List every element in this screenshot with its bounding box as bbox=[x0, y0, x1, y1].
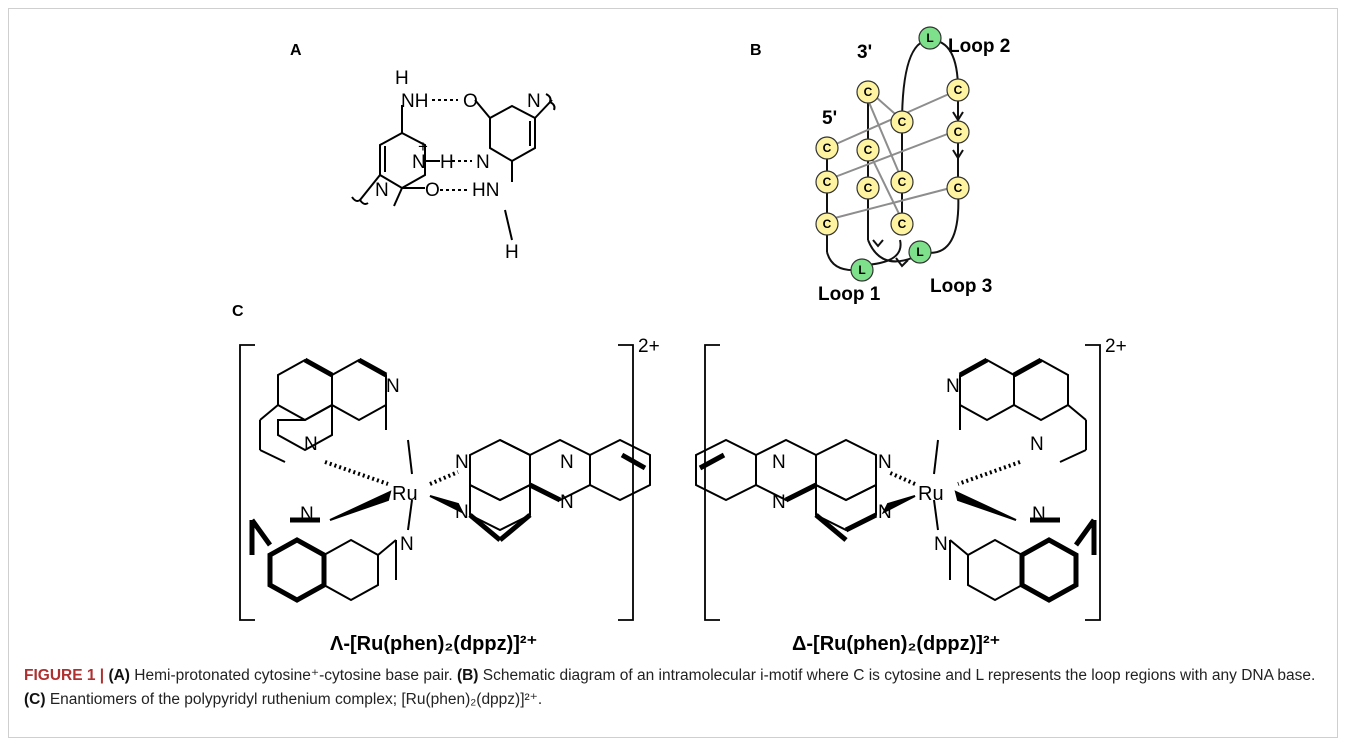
loop-node: L bbox=[908, 240, 932, 264]
cytosine-node: C bbox=[946, 120, 970, 144]
left-bracket-open bbox=[239, 344, 255, 621]
svg-text:L: L bbox=[916, 245, 923, 259]
figure-illustration: A H NH O N + bbox=[232, 26, 1127, 655]
svg-text:C: C bbox=[823, 175, 832, 189]
n-atom: N bbox=[772, 492, 786, 513]
n-atom: N bbox=[386, 376, 400, 397]
cytosine-node: C bbox=[890, 212, 914, 236]
right-pyrimidine-ring bbox=[489, 104, 536, 163]
svg-text:C: C bbox=[864, 181, 873, 195]
caption-text-b: Schematic diagram of an intramolecular i… bbox=[478, 667, 1316, 684]
svg-text:L: L bbox=[858, 263, 865, 277]
n-atom: N bbox=[455, 452, 469, 473]
n-atom: N bbox=[455, 502, 469, 523]
atom-n-left-bottom: N bbox=[375, 180, 389, 201]
atom-hn-bottom: HN bbox=[472, 180, 499, 201]
n-atom: N bbox=[304, 434, 318, 455]
loop-node: L bbox=[918, 26, 942, 50]
left-bracket-close bbox=[618, 344, 634, 621]
cytosine-node: C bbox=[856, 80, 880, 104]
figure-caption: FIGURE 1 | (A) Hemi-protonated cytosine⁺… bbox=[24, 664, 1324, 712]
panel-a-label: A bbox=[290, 42, 302, 59]
svg-text:C: C bbox=[864, 143, 873, 157]
n-atom: N bbox=[878, 452, 892, 473]
panel-b: B 5' 3' Loop 2 Loop 1 Loop 3 bbox=[750, 26, 1010, 305]
n-atom: N bbox=[1030, 434, 1044, 455]
right-bracket-open bbox=[704, 344, 720, 621]
atom-n-right-top: N bbox=[527, 91, 541, 112]
lambda-complex: 2+ bbox=[239, 336, 660, 655]
label-loop-1: Loop 1 bbox=[818, 284, 881, 305]
label-loop-2: Loop 2 bbox=[948, 36, 1010, 57]
cytosine-node: C bbox=[890, 170, 914, 194]
svg-text:C: C bbox=[898, 115, 907, 129]
delta-name: Δ-[Ru(phen)₂(dppz)]²⁺ bbox=[792, 633, 1000, 655]
svg-text:C: C bbox=[954, 181, 963, 195]
cytosine-node: C bbox=[856, 138, 880, 162]
cytosine-node: C bbox=[946, 176, 970, 200]
svg-text:L: L bbox=[926, 31, 933, 45]
label-five-prime: 5' bbox=[822, 108, 837, 129]
n-atom: N bbox=[1032, 504, 1046, 525]
n-atom: N bbox=[878, 502, 892, 523]
n-atom: N bbox=[300, 504, 314, 525]
lambda-charge: 2+ bbox=[638, 336, 660, 357]
caption-text-c: Enantiomers of the polypyridyl ruthenium… bbox=[45, 691, 543, 708]
delta-complex: 2+ bbox=[695, 336, 1127, 655]
svg-text:C: C bbox=[823, 217, 832, 231]
cytosine-node: C bbox=[890, 110, 914, 134]
atom-h-center: H bbox=[440, 152, 454, 173]
atom-o-top: O bbox=[463, 91, 478, 112]
n-atom: N bbox=[946, 376, 960, 397]
caption-tag-a: (A) bbox=[108, 667, 130, 684]
ru-atom: Ru bbox=[392, 483, 418, 505]
figure-frame bbox=[8, 8, 1338, 738]
label-three-prime: 3' bbox=[857, 42, 872, 63]
atom-nh-top: NH bbox=[401, 91, 428, 112]
n-atom: N bbox=[400, 534, 414, 555]
atom-h-top: H bbox=[395, 68, 409, 89]
cytosine-node: C bbox=[815, 170, 839, 194]
label-loop-3: Loop 3 bbox=[930, 276, 992, 297]
atom-o-bottom: O bbox=[425, 180, 440, 201]
caption-tag-c: (C) bbox=[24, 691, 46, 708]
lambda-name: Λ-[Ru(phen)₂(dppz)]²⁺ bbox=[330, 633, 537, 655]
panel-a: A H NH O N + bbox=[290, 42, 556, 263]
svg-text:C: C bbox=[954, 83, 963, 97]
n-atom: N bbox=[772, 452, 786, 473]
atom-h-bottom: H bbox=[505, 242, 519, 263]
caption-text-a: Hemi-protonated cytosine⁺-cytosine base … bbox=[129, 667, 457, 684]
ru-atom: Ru bbox=[918, 483, 944, 505]
charge-plus: + bbox=[418, 137, 428, 156]
cytosine-node: C bbox=[856, 176, 880, 200]
panel-c-label: C bbox=[232, 303, 244, 320]
loop-node: L bbox=[850, 258, 874, 282]
svg-text:C: C bbox=[898, 175, 907, 189]
svg-text:C: C bbox=[954, 125, 963, 139]
right-bracket-close bbox=[1085, 344, 1101, 621]
panel-b-label: B bbox=[750, 42, 762, 59]
caption-tag-b: (B) bbox=[456, 667, 479, 684]
cytosine-node: C bbox=[815, 136, 839, 160]
svg-text:C: C bbox=[823, 141, 832, 155]
n-atom: N bbox=[934, 534, 948, 555]
n-atom: N bbox=[560, 492, 574, 513]
cytosine-node: C bbox=[946, 78, 970, 102]
atom-n-center-left: N bbox=[412, 152, 426, 173]
svg-text:C: C bbox=[864, 85, 873, 99]
n-atom: N bbox=[560, 452, 574, 473]
atom-n-center-right: N bbox=[476, 152, 490, 173]
cytosine-node: C bbox=[815, 212, 839, 236]
delta-charge: 2+ bbox=[1105, 336, 1127, 357]
svg-text:C: C bbox=[898, 217, 907, 231]
figure-label: FIGURE 1 | bbox=[24, 667, 105, 684]
